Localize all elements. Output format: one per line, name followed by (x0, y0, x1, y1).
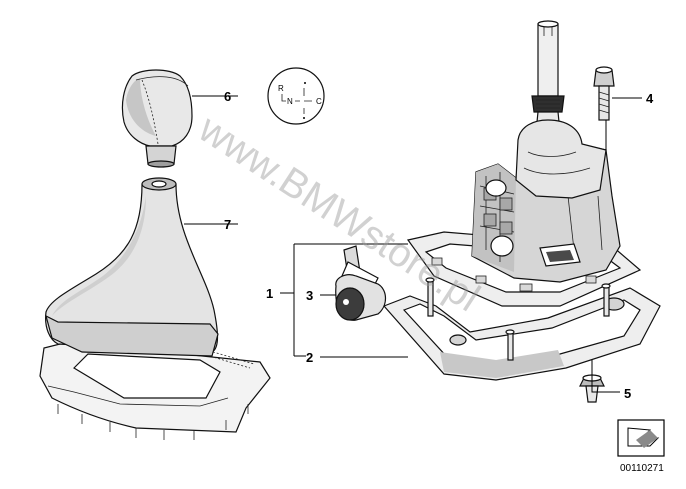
shift-pattern-badge: R N C (267, 67, 325, 125)
reference-block: 00110271 (617, 419, 665, 474)
shift-label-n: N (287, 97, 293, 106)
callout-numbers: 1 2 3 4 5 6 7 (224, 89, 654, 401)
stud-fasteners (425, 277, 611, 361)
selector-sensor (335, 245, 387, 321)
leader-bracket (293, 243, 408, 357)
leader-lines (184, 95, 642, 393)
reference-id: 00110271 (620, 463, 664, 474)
callout-1: 1 (266, 286, 273, 301)
callout-4: 4 (646, 91, 654, 106)
shift-boot-assembly (39, 177, 271, 440)
callout-7: 7 (224, 217, 231, 232)
callout-3: 3 (306, 288, 313, 303)
shifter-housing (406, 119, 642, 307)
callout-2: 2 (306, 350, 313, 365)
bolt (593, 66, 615, 121)
callout-6: 6 (224, 89, 231, 104)
bottom-tray (382, 287, 661, 381)
gear-lever-rod (531, 20, 565, 133)
callout-5: 5 (624, 386, 631, 401)
leader-5 (591, 360, 620, 393)
shift-label-r: R (278, 84, 284, 93)
shift-label-c: C (316, 97, 322, 106)
gear-knob (121, 69, 193, 168)
